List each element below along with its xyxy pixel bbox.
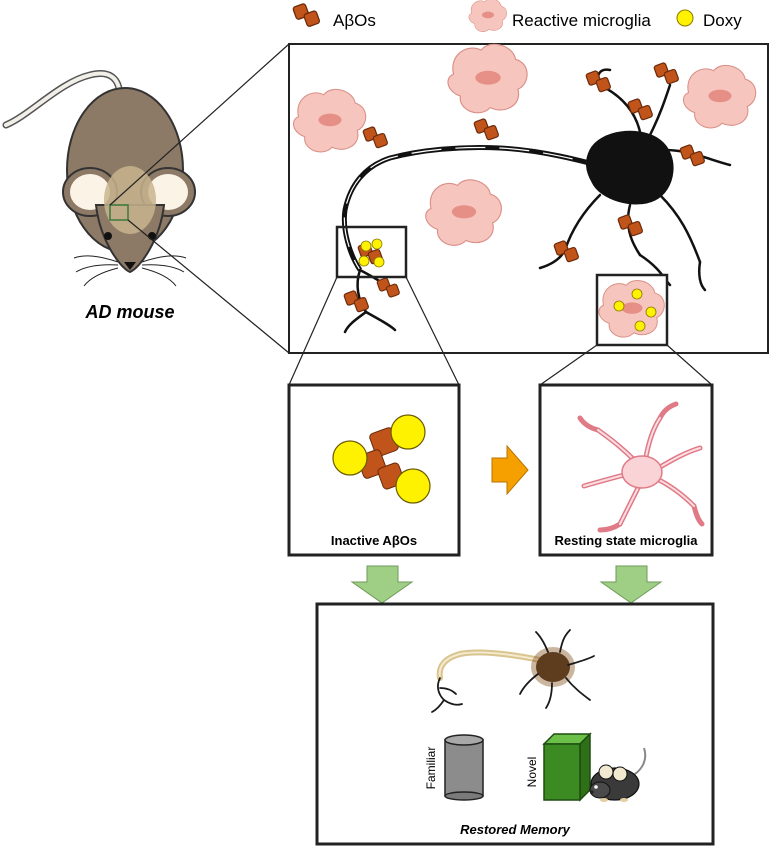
down-arrow-right: [599, 565, 663, 604]
familiar-label: Familiar: [424, 747, 438, 790]
zoom-box-abo: [335, 225, 408, 279]
doxy-legend-icon: [676, 9, 694, 27]
brain-region-box: [109, 204, 129, 221]
ad-mouse-label: AD mouse: [84, 302, 174, 322]
inactive-abo-label: Inactive AβOs: [331, 533, 417, 548]
legend: AβOs Reactive microglia Doxy: [291, 0, 742, 32]
down-arrow-left: [350, 565, 414, 604]
restored-memory-label: Restored Memory: [460, 822, 571, 837]
exploring-mouse: [589, 747, 647, 802]
ad-mouse-illustration: [2, 70, 196, 287]
resting-microglia-label: Resting state microglia: [554, 533, 698, 548]
familiar-object-cylinder: [444, 734, 484, 801]
zoom-lines-panels: [288, 276, 713, 386]
legend-microglia-label: Reactive microglia: [512, 11, 651, 30]
healthy-neuron: [431, 629, 595, 713]
transition-arrow: [491, 444, 529, 496]
resting-microglia: [577, 401, 705, 533]
zoom-lines-mouse: [109, 43, 290, 354]
legend-abo-label: AβOs: [333, 11, 376, 30]
restored-memory-panel: [315, 602, 715, 846]
legend-doxy-label: Doxy: [703, 11, 742, 30]
mouse-brain: [104, 166, 156, 234]
microglia-legend-icon: [468, 0, 507, 32]
novel-object-box: [542, 732, 592, 802]
zoom-box-microglia: [595, 273, 669, 347]
abo-legend-icon: [291, 2, 321, 28]
novel-label: Novel: [525, 757, 539, 788]
inactive-abo-cluster: [332, 414, 431, 504]
